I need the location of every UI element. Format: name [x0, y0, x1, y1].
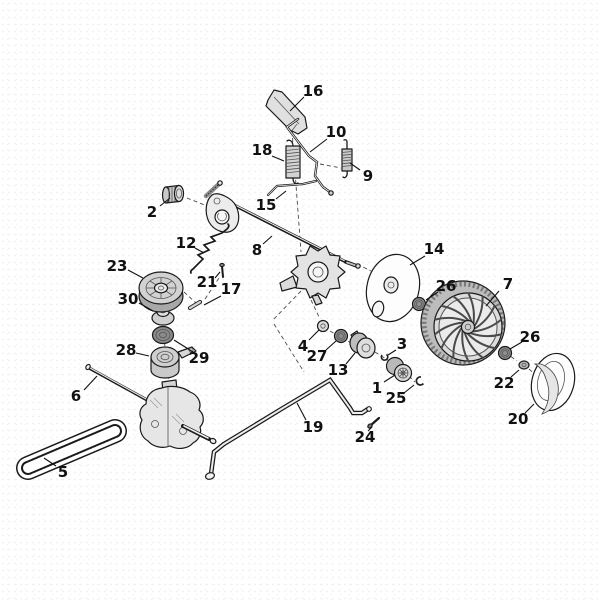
part-label-8: 8	[252, 241, 262, 259]
part-10-rod	[285, 117, 334, 196]
part-19-control-bar	[204, 377, 372, 480]
part-23-pulley	[138, 271, 184, 313]
part-6-drive-shaft	[85, 363, 149, 402]
part-label-7: 7	[503, 275, 513, 293]
part-label-27: 27	[307, 347, 328, 365]
part-7-wheel	[420, 280, 506, 366]
part-label-30: 30	[118, 290, 139, 308]
gearbox-housing	[139, 379, 217, 449]
part-28-clutch-holder	[150, 346, 197, 379]
part-label-26a: 26	[436, 277, 457, 295]
part-label-10: 10	[326, 123, 347, 141]
leader-lines	[43, 96, 535, 467]
part-label-2: 2	[147, 203, 157, 221]
part-15-rod	[266, 179, 318, 197]
part-label-14: 14	[424, 240, 445, 258]
part-label-24: 24	[355, 428, 376, 446]
part-26b-bearing	[497, 345, 513, 361]
part-27-bearing	[333, 328, 349, 344]
part-label-12: 12	[176, 234, 197, 252]
part-label-15: 15	[256, 196, 277, 214]
part-16-lever	[265, 89, 308, 135]
part-label-5: 5	[58, 463, 68, 481]
part-label-25: 25	[386, 389, 407, 407]
part-label-4: 4	[298, 337, 308, 355]
part-25-c-clip	[415, 376, 425, 386]
shaft-bracket-plate	[203, 180, 240, 233]
part-1-pinion	[385, 356, 413, 383]
part-29-bearing	[151, 325, 175, 345]
part-label-17: 17	[221, 280, 242, 298]
part-label-9: 9	[363, 167, 373, 185]
part-labels: 16 10 18 9 15 2 12 8 23 14 26 7 30 21 17…	[58, 82, 541, 481]
part-label-19: 19	[303, 418, 324, 436]
part-17-pin	[187, 299, 203, 311]
part-label-18: 18	[252, 141, 273, 159]
part-21-pin	[219, 262, 225, 278]
part-20-hub-cap	[530, 352, 576, 415]
part-label-20: 20	[508, 410, 529, 428]
part-4-washer	[316, 319, 330, 333]
part-2-bushing	[161, 184, 185, 204]
part-label-22: 22	[494, 374, 515, 392]
part-14-cover-disc	[365, 253, 421, 323]
height-adjuster-hub	[279, 245, 346, 306]
part-label-16: 16	[303, 82, 324, 100]
part-22-nut	[518, 360, 530, 370]
shaft-8-threaded-tip	[344, 260, 361, 269]
part-label-3: 3	[397, 335, 407, 353]
part-3-clip	[380, 353, 389, 361]
part-18-spring	[285, 139, 301, 185]
part-12-torsion-spring	[189, 223, 230, 274]
part-label-1: 1	[372, 379, 382, 397]
part-label-29: 29	[189, 349, 210, 367]
part-13-clutch-drum	[349, 330, 376, 359]
part-5-drive-belt	[16, 419, 127, 480]
part-label-23: 23	[107, 257, 128, 275]
part-label-28: 28	[116, 341, 137, 359]
part-label-21: 21	[197, 273, 218, 291]
part-label-6: 6	[71, 387, 81, 405]
part-label-26b: 26	[520, 328, 541, 346]
part-label-13: 13	[328, 361, 349, 379]
part-9-spring	[341, 139, 353, 179]
